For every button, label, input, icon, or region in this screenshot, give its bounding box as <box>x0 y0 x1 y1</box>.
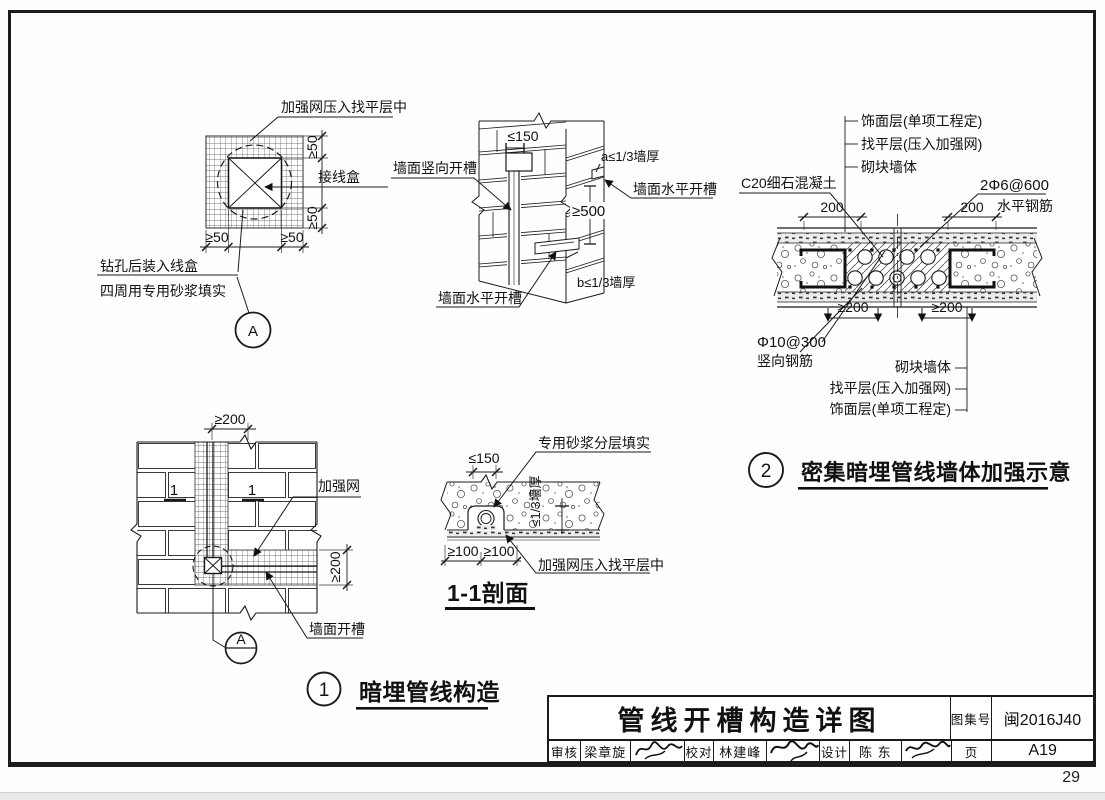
designer-label: 设计 <box>819 741 849 761</box>
label-horizontal-groove-bottom: 墙面水平开槽 <box>438 290 522 306</box>
label-finish-top: 饰面层(单项工程定) <box>861 113 982 129</box>
signature-scribble <box>770 740 820 762</box>
detail-a-labels: 加强网压入找平层中 接线盒 ≥50 ≥50 ≥50 ≥50 钻孔后装入线盒 四周… <box>100 99 407 340</box>
proofreader-label: 校对 <box>683 741 714 761</box>
dim-depth: ≤1/3墙厚 <box>528 475 543 526</box>
dim-le150: ≤150 <box>507 128 538 144</box>
dim-le150-sec: ≤150 <box>468 450 499 466</box>
page-number-value: A19 <box>991 741 1093 761</box>
dim-200-right: 200 <box>960 199 984 215</box>
dim-ge100-left: ≥100 <box>447 543 478 559</box>
detail-2-labels: 饰面层(单项工程定) 找平层(压入加强网) 砌块墙体 C20细石混凝土 2Φ6@… <box>741 113 1071 485</box>
dim-ge200-right: ≥200 <box>931 299 962 315</box>
note-drill-2: 四周用专用砂浆填实 <box>100 283 226 299</box>
detail-1-drawing <box>130 423 488 710</box>
designer-name: 陈 东 <box>848 741 901 761</box>
note-mesh-sec: 加强网压入找平层中 <box>538 557 664 573</box>
label-mesh: 加强网 <box>318 478 360 494</box>
label-horizontal-groove-right: 墙面水平开槽 <box>633 181 717 197</box>
label-h-rebar-spec: 2Φ6@600 <box>980 177 1049 194</box>
dim-ge50-bottom-right: ≥50 <box>280 229 303 245</box>
designer-signature <box>900 740 951 761</box>
label-h-rebar: 水平钢筋 <box>997 198 1053 214</box>
label-finish-bottom: 饰面层(单项工程定) <box>830 401 951 417</box>
note-a-third: a≤1/3墙厚 <box>601 149 659 164</box>
corner-detail-drawing <box>391 111 713 308</box>
reviewer-signature <box>629 741 684 761</box>
signature-scribble <box>904 740 951 759</box>
label-mesh-note: 加强网压入找平层中 <box>281 99 407 115</box>
sheet-title: 管线开槽构造详图 <box>617 705 882 736</box>
label-leveling-bottom: 找平层(压入加强网) <box>830 380 951 396</box>
dim-ge200-right: ≥200 <box>327 551 343 582</box>
title-block: 管线开槽构造详图 图集号 闽2016J40 审核 梁章旋 校对 林建峰 设计 <box>547 695 1095 763</box>
note-b-third: b≤1/3墙厚 <box>577 275 635 290</box>
sheet-page-number: 29 <box>1062 769 1080 786</box>
detail-a-drawing <box>97 116 393 349</box>
atlas-number-value: 闽2016J40 <box>991 697 1093 739</box>
page-frame <box>8 10 1096 767</box>
reviewer-name: 梁章旋 <box>579 741 630 761</box>
atlas-number-label: 图集号 <box>950 697 991 739</box>
note-mortar: 专用砂浆分层填实 <box>538 435 650 451</box>
signature-scribble <box>634 741 683 760</box>
dim-ge50-right-top: ≥50 <box>304 135 320 158</box>
section-title: 1-1剖面 <box>447 580 529 606</box>
reviewer-label: 审核 <box>550 745 578 760</box>
label-junction-box: 接线盒 <box>318 169 360 185</box>
dim-ge50-bottom-left: ≥50 <box>205 229 228 245</box>
detail-1-labels: ≥200 1 1 加强网 ≥200 墙面开槽 A 1 暗埋管线构造 <box>170 411 501 705</box>
page-label: 页 <box>950 741 992 761</box>
detail-2-title: 密集暗埋管线墙体加强示意 <box>801 460 1071 485</box>
bubble-1: 1 <box>319 680 330 701</box>
detail-2-drawing <box>739 116 1048 490</box>
detail-1-title: 暗埋管线构造 <box>359 679 501 705</box>
ref-bubble-a: A <box>236 631 246 647</box>
corner-detail-labels: ≤150 墙面竖向开槽 a≤1/3墙厚 墙面水平开槽 ≥500 b≤1/3墙厚 … <box>393 128 717 306</box>
dim-200-left: 200 <box>820 199 844 215</box>
bubble-2: 2 <box>761 461 772 482</box>
dim-ge500: ≥500 <box>572 203 605 220</box>
dim-ge200-left: ≥200 <box>837 299 868 315</box>
note-drill-1: 钻孔后装入线盒 <box>100 258 198 274</box>
dim-ge100-right: ≥100 <box>483 543 514 559</box>
proofreader-signature <box>766 740 820 762</box>
dim-ge200-top: ≥200 <box>214 411 245 427</box>
bubble-a: A <box>248 323 258 340</box>
section-mark-right: 1 <box>248 482 256 499</box>
label-v-rebar: 竖向钢筋 <box>757 353 813 369</box>
footer-strip <box>0 792 1105 800</box>
section-mark-left: 1 <box>170 482 178 499</box>
label-vertical-groove: 墙面竖向开槽 <box>393 160 477 176</box>
section-1-1-drawing <box>440 451 651 610</box>
dim-ge50-right-bottom: ≥50 <box>304 206 320 229</box>
label-wall-groove: 墙面开槽 <box>309 621 365 637</box>
label-v-rebar-spec: Φ10@300 <box>757 334 826 351</box>
section-1-1-labels: 专用砂浆分层填实 ≤150 ≤1/3墙厚 ≥100 ≥100 加强网压入找平层中… <box>447 435 664 606</box>
label-block-bottom: 砌块墙体 <box>895 359 951 375</box>
label-c20-concrete: C20细石混凝土 <box>741 175 837 191</box>
proofreader-name: 林建峰 <box>713 741 766 761</box>
label-leveling-top: 找平层(压入加强网) <box>861 136 982 152</box>
label-block-top: 砌块墙体 <box>861 159 917 175</box>
